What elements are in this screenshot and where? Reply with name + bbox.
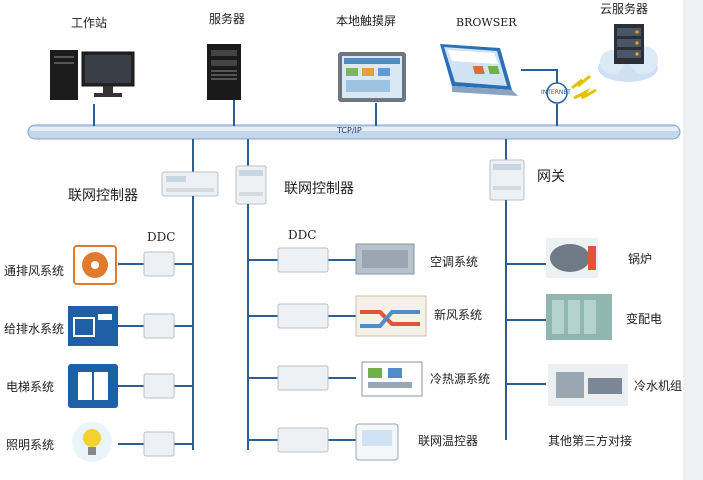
touchscreen-label: 本地触摸屏 [336, 14, 397, 28]
water-chiller-icon [548, 364, 628, 406]
cloud-server-icon [598, 24, 658, 82]
browser-tablet-icon [440, 44, 518, 96]
thermostat-icon [355, 423, 399, 461]
left-system-label: 电梯系统 [6, 380, 55, 394]
cloud-server-label: 云服务器 [600, 2, 649, 16]
elevator-icon [68, 364, 118, 408]
controller-device-mid [235, 165, 267, 205]
gateway-label: 网关 [537, 169, 565, 185]
workstation-label: 工作站 [71, 16, 108, 30]
touchscreen-icon [338, 52, 406, 102]
left-system-label: 通排风系统 [4, 264, 65, 278]
bus-label: TCP/IP [337, 126, 362, 135]
browser-label: BROWSER [456, 16, 517, 29]
right-rows [506, 263, 546, 385]
ddc-label-mid: DDC [288, 228, 317, 242]
mid-system-label: 联网温控器 [418, 434, 479, 448]
water-supply-icon [68, 306, 118, 346]
left-ddc-rows [118, 251, 193, 457]
gateway-device [489, 159, 525, 201]
ddc-label-left: DDC [147, 230, 176, 244]
left-system-label: 照明系统 [6, 438, 55, 452]
scrollbar-track[interactable] [683, 0, 703, 480]
internet-link [521, 69, 597, 104]
left-system-label: 给排水系统 [4, 322, 65, 336]
workstation-icon [50, 50, 135, 100]
trunk-lines [192, 196, 507, 450]
server-icon [207, 44, 241, 100]
boiler-icon [546, 238, 598, 278]
ventilation-icon [73, 245, 117, 285]
device-drop-lines [93, 100, 558, 172]
chiller-source-icon [361, 361, 423, 397]
mid-system-label: 新风系统 [434, 308, 483, 322]
internet-label: INTERNET [541, 89, 571, 96]
mid-ddc-rows [248, 247, 356, 453]
air-conditioning-icon [355, 243, 415, 275]
mid-system-label: 空调系统 [430, 255, 479, 269]
right-system-label: 冷水机组 [634, 379, 683, 393]
lighting-icon [72, 422, 112, 462]
power-distribution-icon [546, 294, 612, 340]
controller-device-left [161, 171, 219, 197]
right-system-label: 变配电 [626, 312, 663, 326]
right-system-label: 锅炉 [628, 252, 653, 266]
controller-mid-label: 联网控制器 [284, 181, 354, 197]
controller-left-label: 联网控制器 [68, 188, 138, 204]
fresh-air-icon [355, 295, 427, 337]
tcpip-bus [27, 124, 681, 140]
mid-system-label: 冷热源系统 [430, 372, 491, 386]
server-label: 服务器 [209, 12, 246, 26]
right-system-label: 其他第三方对接 [548, 434, 633, 448]
